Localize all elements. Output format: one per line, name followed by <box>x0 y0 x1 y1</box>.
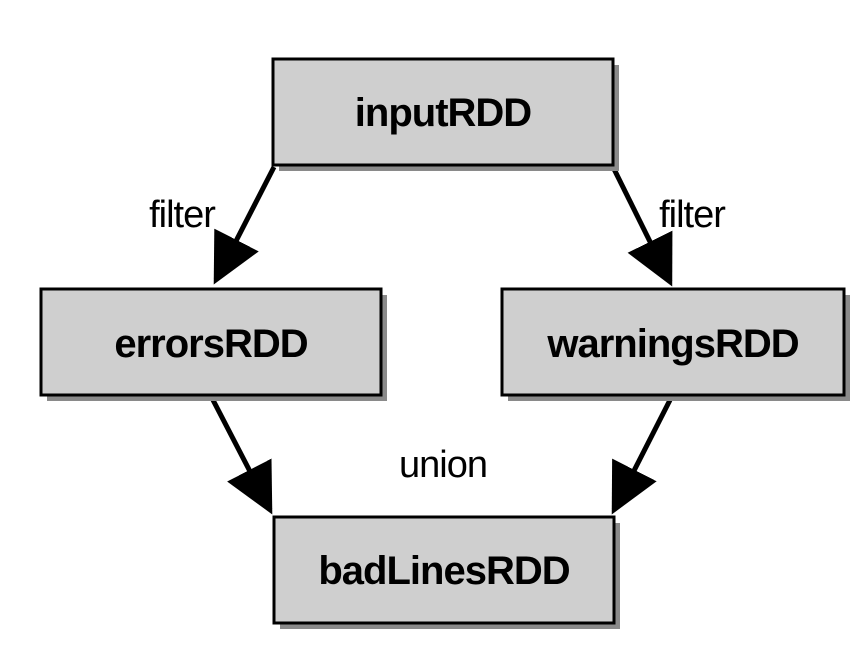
arrow-input-to-errors <box>213 165 277 285</box>
node-badlines-rdd: badLinesRDD <box>272 515 620 629</box>
node-errors-rdd-box <box>39 287 383 397</box>
arrow-input-to-warnings <box>610 165 673 287</box>
edge-label-filter-right: filter <box>659 194 726 236</box>
node-input-rdd: inputRDD <box>271 57 619 171</box>
node-input-rdd-label: inputRDD <box>355 91 532 135</box>
edge-label-filter-left: filter <box>149 194 216 236</box>
node-badlines-rdd-label: badLinesRDD <box>318 549 569 593</box>
edge-label-union: union <box>399 444 487 486</box>
node-badlines-rdd-box <box>272 515 616 625</box>
node-warnings-rdd-label: warningsRDD <box>546 322 798 366</box>
node-errors-rdd: errorsRDD <box>39 287 387 401</box>
node-errors-rdd-label: errorsRDD <box>114 322 307 366</box>
arrow-errors-to-badlines <box>210 398 273 515</box>
node-warnings-rdd-box <box>500 287 846 397</box>
arrow-warnings-to-badlines <box>611 398 673 515</box>
node-warnings-rdd: warningsRDD <box>500 287 850 401</box>
node-input-rdd-box <box>271 57 615 167</box>
edges <box>210 165 673 515</box>
